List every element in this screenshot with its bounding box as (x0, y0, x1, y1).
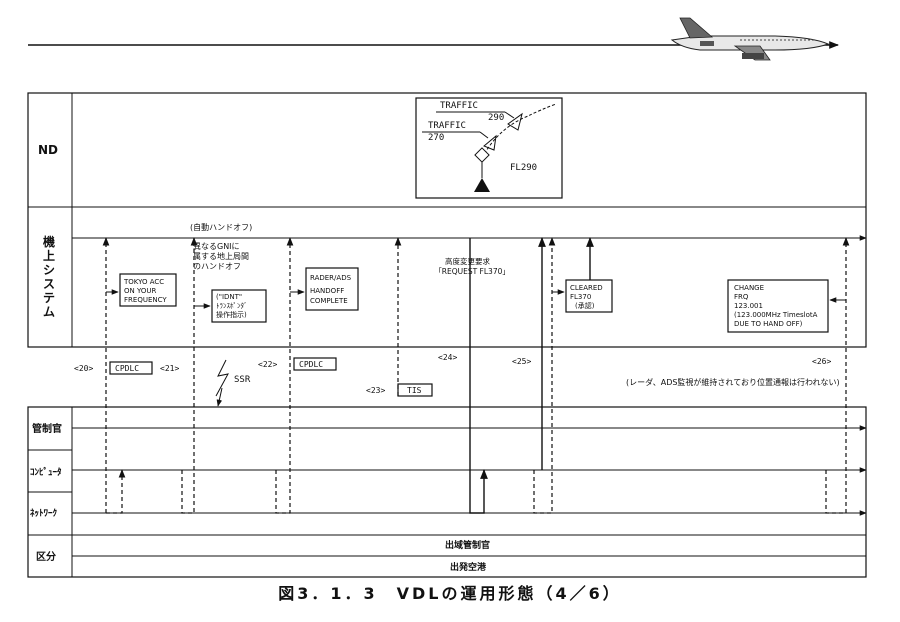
traffic1-icon (507, 112, 523, 131)
change-frq-line-3: 123.001 (734, 302, 763, 310)
cpdlc-badge-2 (293, 357, 337, 371)
change-frq-line-2: FRQ (734, 293, 749, 301)
onboard-char-2: 上 (43, 248, 55, 263)
change-frq-box: CHANGE FRQ 123.001 (123.000MHz TimeslotA… (727, 279, 829, 333)
marker-26: <26> (812, 357, 831, 366)
tokyo-acc-line-2: ON YOUR (124, 287, 156, 295)
tokyo-acc-line-1: TOKYO ACC (123, 278, 164, 286)
gni-handoff-line-2: 属する地上局間 (193, 251, 249, 261)
cleared-line-3: (承認) (575, 301, 595, 310)
onboard-char-6: ム (43, 305, 55, 319)
onboard-char-3: シ (43, 263, 55, 277)
flow-24 (469, 238, 488, 514)
cleared-line-2: FL370 (570, 293, 591, 301)
cleared-box: CLEARED FL370 (承認) (565, 279, 613, 313)
row-label-controller: 管制官 (32, 422, 62, 435)
gni-handoff-note: 異なるGNIに 属する地上局間 のハンドオフ (193, 242, 249, 271)
row-label-division: 区分 (36, 550, 56, 563)
altitude-request-line-1: 高度変更要求 (445, 256, 490, 266)
own-level: FL290 (510, 163, 537, 173)
traffic1-label: TRAFFIC (440, 101, 478, 111)
rader-ads-line-3: COMPLETE (310, 297, 348, 305)
flow-26 (825, 237, 850, 514)
ident-line-3: 操作指示) (216, 310, 247, 319)
auto-handoff-label: (自動ハンドオフ) (190, 222, 252, 232)
row-label-onboard: 機 上 シ ス テ ム (43, 234, 55, 319)
change-frq-line-4: (123.000MHz TimeslotA (734, 311, 818, 319)
figure-caption: 図3．1．3 VDLの運用形態（4／6） (278, 584, 622, 603)
traffic2-icon (483, 134, 497, 151)
cpdlc-badge-1 (109, 361, 153, 375)
flow-21 (181, 237, 211, 514)
altitude-request-note: 高度変更要求 ｢REQUEST FL370｣ (438, 256, 506, 276)
change-frq-line-1: CHANGE (734, 284, 764, 292)
tokyo-acc-line-3: FREQUENCY (124, 296, 167, 304)
tis-label: TIS (407, 386, 422, 395)
cpdlc-label-2: CPDLC (299, 360, 323, 369)
ssr-label: SSR (234, 375, 251, 385)
rader-ads-box: RADER/ADS HANDOFF COMPLETE (305, 267, 359, 311)
rader-ads-line-1: RADER/ADS (310, 274, 352, 282)
onboard-char-5: テ (43, 291, 55, 305)
marker-21: <21> (160, 364, 179, 373)
flow-25 (533, 237, 594, 514)
own-ship-diamond-icon (474, 147, 490, 163)
cleared-line-1: CLEARED (570, 284, 603, 292)
marker-22: <22> (258, 360, 277, 369)
radar-note: (レーダ、ADS監視が維持されており位置通報は行われない) (626, 377, 840, 387)
rader-ads-line-2: HANDOFF (310, 287, 344, 295)
tis-badge (397, 383, 433, 397)
gni-handoff-line-1: 異なるGNIに (193, 242, 240, 251)
row-label-nd: ND (38, 143, 58, 157)
division-top-label: 出域管制官 (445, 539, 490, 551)
onboard-char-1: 機 (43, 234, 55, 249)
marker-23: <23> (366, 386, 385, 395)
traffic1-alt: 290 (488, 113, 504, 123)
marker-24: <24> (438, 353, 457, 362)
change-frq-line-5: DUE TO HAND OFF) (734, 320, 803, 328)
row-label-network: ﾈｯﾄﾜｰｸ (30, 508, 58, 519)
aircraft-icon (670, 17, 830, 61)
cpdlc-label-1: CPDLC (115, 364, 139, 373)
ssr-lightning-icon (215, 359, 229, 407)
marker-25: <25> (512, 357, 531, 366)
nd-display: TRAFFIC 290 TRAFFIC 270 FL290 (415, 97, 563, 199)
bottom-panel (27, 406, 867, 578)
gni-handoff-line-3: のハンドオフ (193, 262, 241, 271)
ident-line-2: ﾄﾗﾝｽﾎﾟﾝﾀﾞ (216, 302, 248, 310)
tokyo-acc-box: TOKYO ACC ON YOUR FREQUENCY (119, 273, 177, 307)
marker-20: <20> (74, 364, 93, 373)
flow-22 (275, 237, 305, 514)
traffic2-label: TRAFFIC (428, 121, 466, 131)
flow-20 (102, 237, 126, 514)
own-aircraft-icon (474, 178, 490, 192)
onboard-char-4: ス (43, 277, 55, 291)
traffic2-alt: 270 (428, 133, 444, 143)
division-bottom-label: 出発空港 (450, 561, 487, 573)
row-label-computer: ｺﾝﾋﾟｭｰﾀ (30, 466, 62, 478)
altitude-request-line-2: ｢REQUEST FL370｣ (438, 267, 506, 276)
ident-box: ("IDNT" ﾄﾗﾝｽﾎﾟﾝﾀﾞ 操作指示) (211, 289, 267, 323)
marker-row: <20> CPDLC <21> <22> CPDLC <23> TIS <24>… (74, 353, 840, 397)
ident-line-1: ("IDNT" (216, 293, 242, 301)
